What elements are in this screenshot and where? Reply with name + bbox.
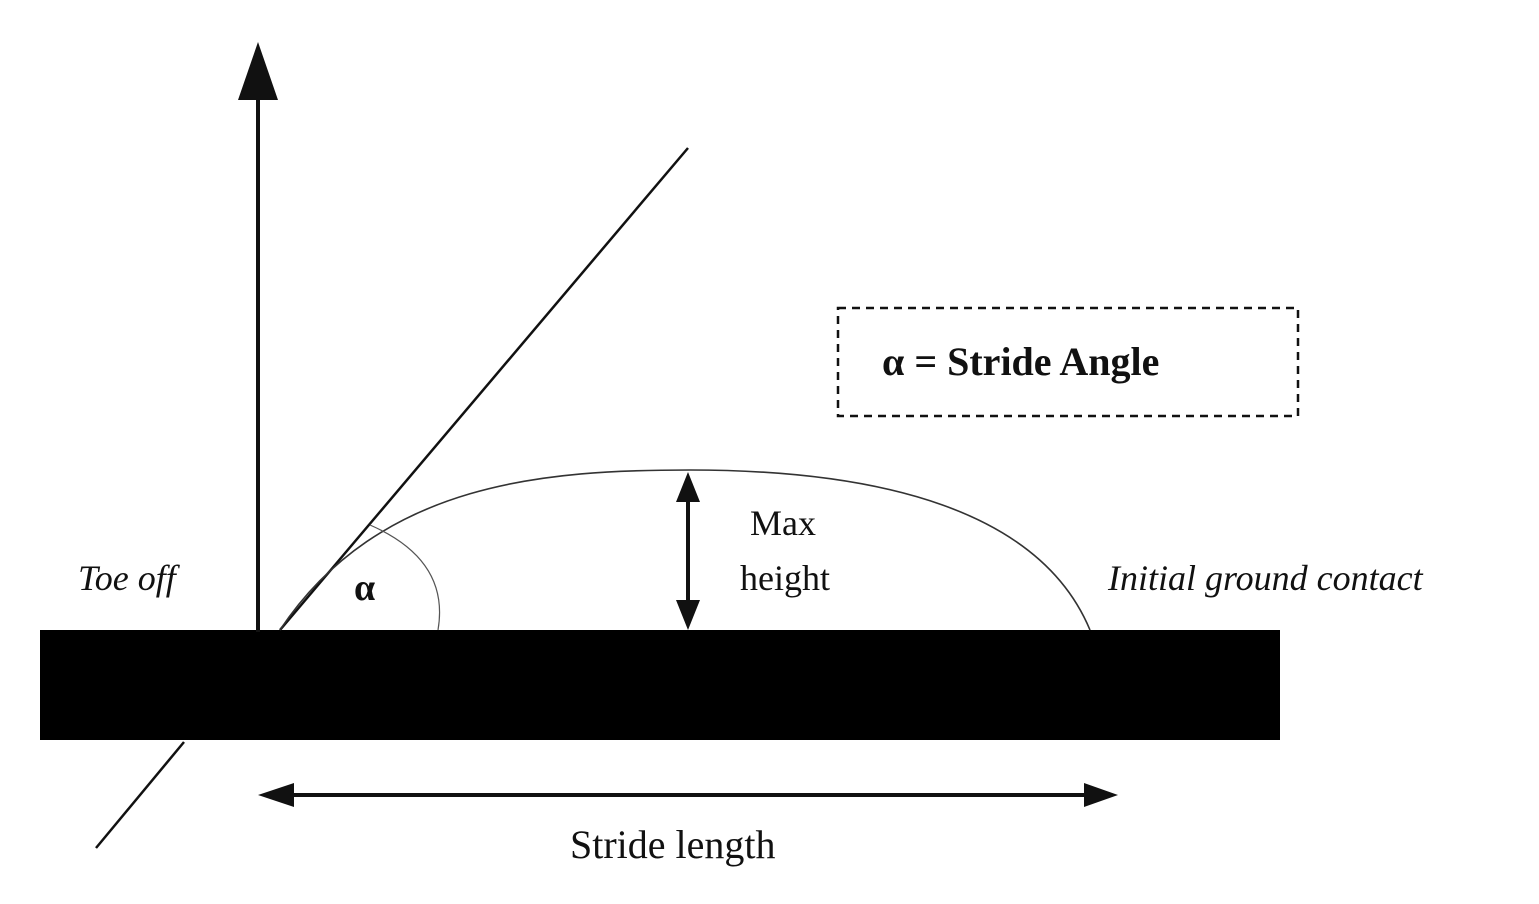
stride-length-label: Stride length xyxy=(570,822,776,867)
max-height-label-line2: height xyxy=(740,558,830,598)
tangent-line-upper xyxy=(279,147,689,631)
legend-box xyxy=(836,306,1300,418)
max-height-arrowhead-top xyxy=(676,472,700,502)
stride-length-arrowhead-left xyxy=(258,783,294,807)
legend-text: α = Stride Angle xyxy=(882,339,1159,384)
trajectory-arc xyxy=(279,469,1091,631)
initial-contact-label: Initial ground contact xyxy=(1107,558,1424,598)
max-height-arrowhead-bottom xyxy=(676,600,700,630)
toe-off-label: Toe off xyxy=(78,558,181,598)
alpha-label: α xyxy=(354,567,375,609)
angle-arc xyxy=(369,524,441,631)
tangent-line-lower xyxy=(95,741,185,849)
vertical-axis-arrowhead xyxy=(238,42,278,100)
ground-bar xyxy=(40,630,1280,740)
stride-length-arrowhead-right xyxy=(1084,783,1118,807)
max-height-label-line1: Max xyxy=(750,503,816,543)
